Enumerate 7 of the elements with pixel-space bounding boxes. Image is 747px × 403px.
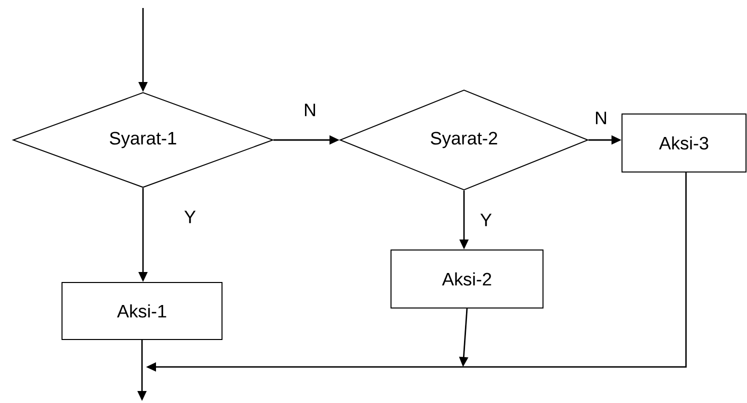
- edge-label: Y: [184, 210, 196, 224]
- edge-label: N: [304, 104, 316, 116]
- process-box: Aksi-2: [390, 249, 544, 308]
- process-box: Aksi-3: [622, 114, 746, 172]
- process-box: Aksi-1: [62, 282, 222, 340]
- edge-label: Y: [480, 214, 492, 226]
- edge-label: N: [596, 112, 606, 124]
